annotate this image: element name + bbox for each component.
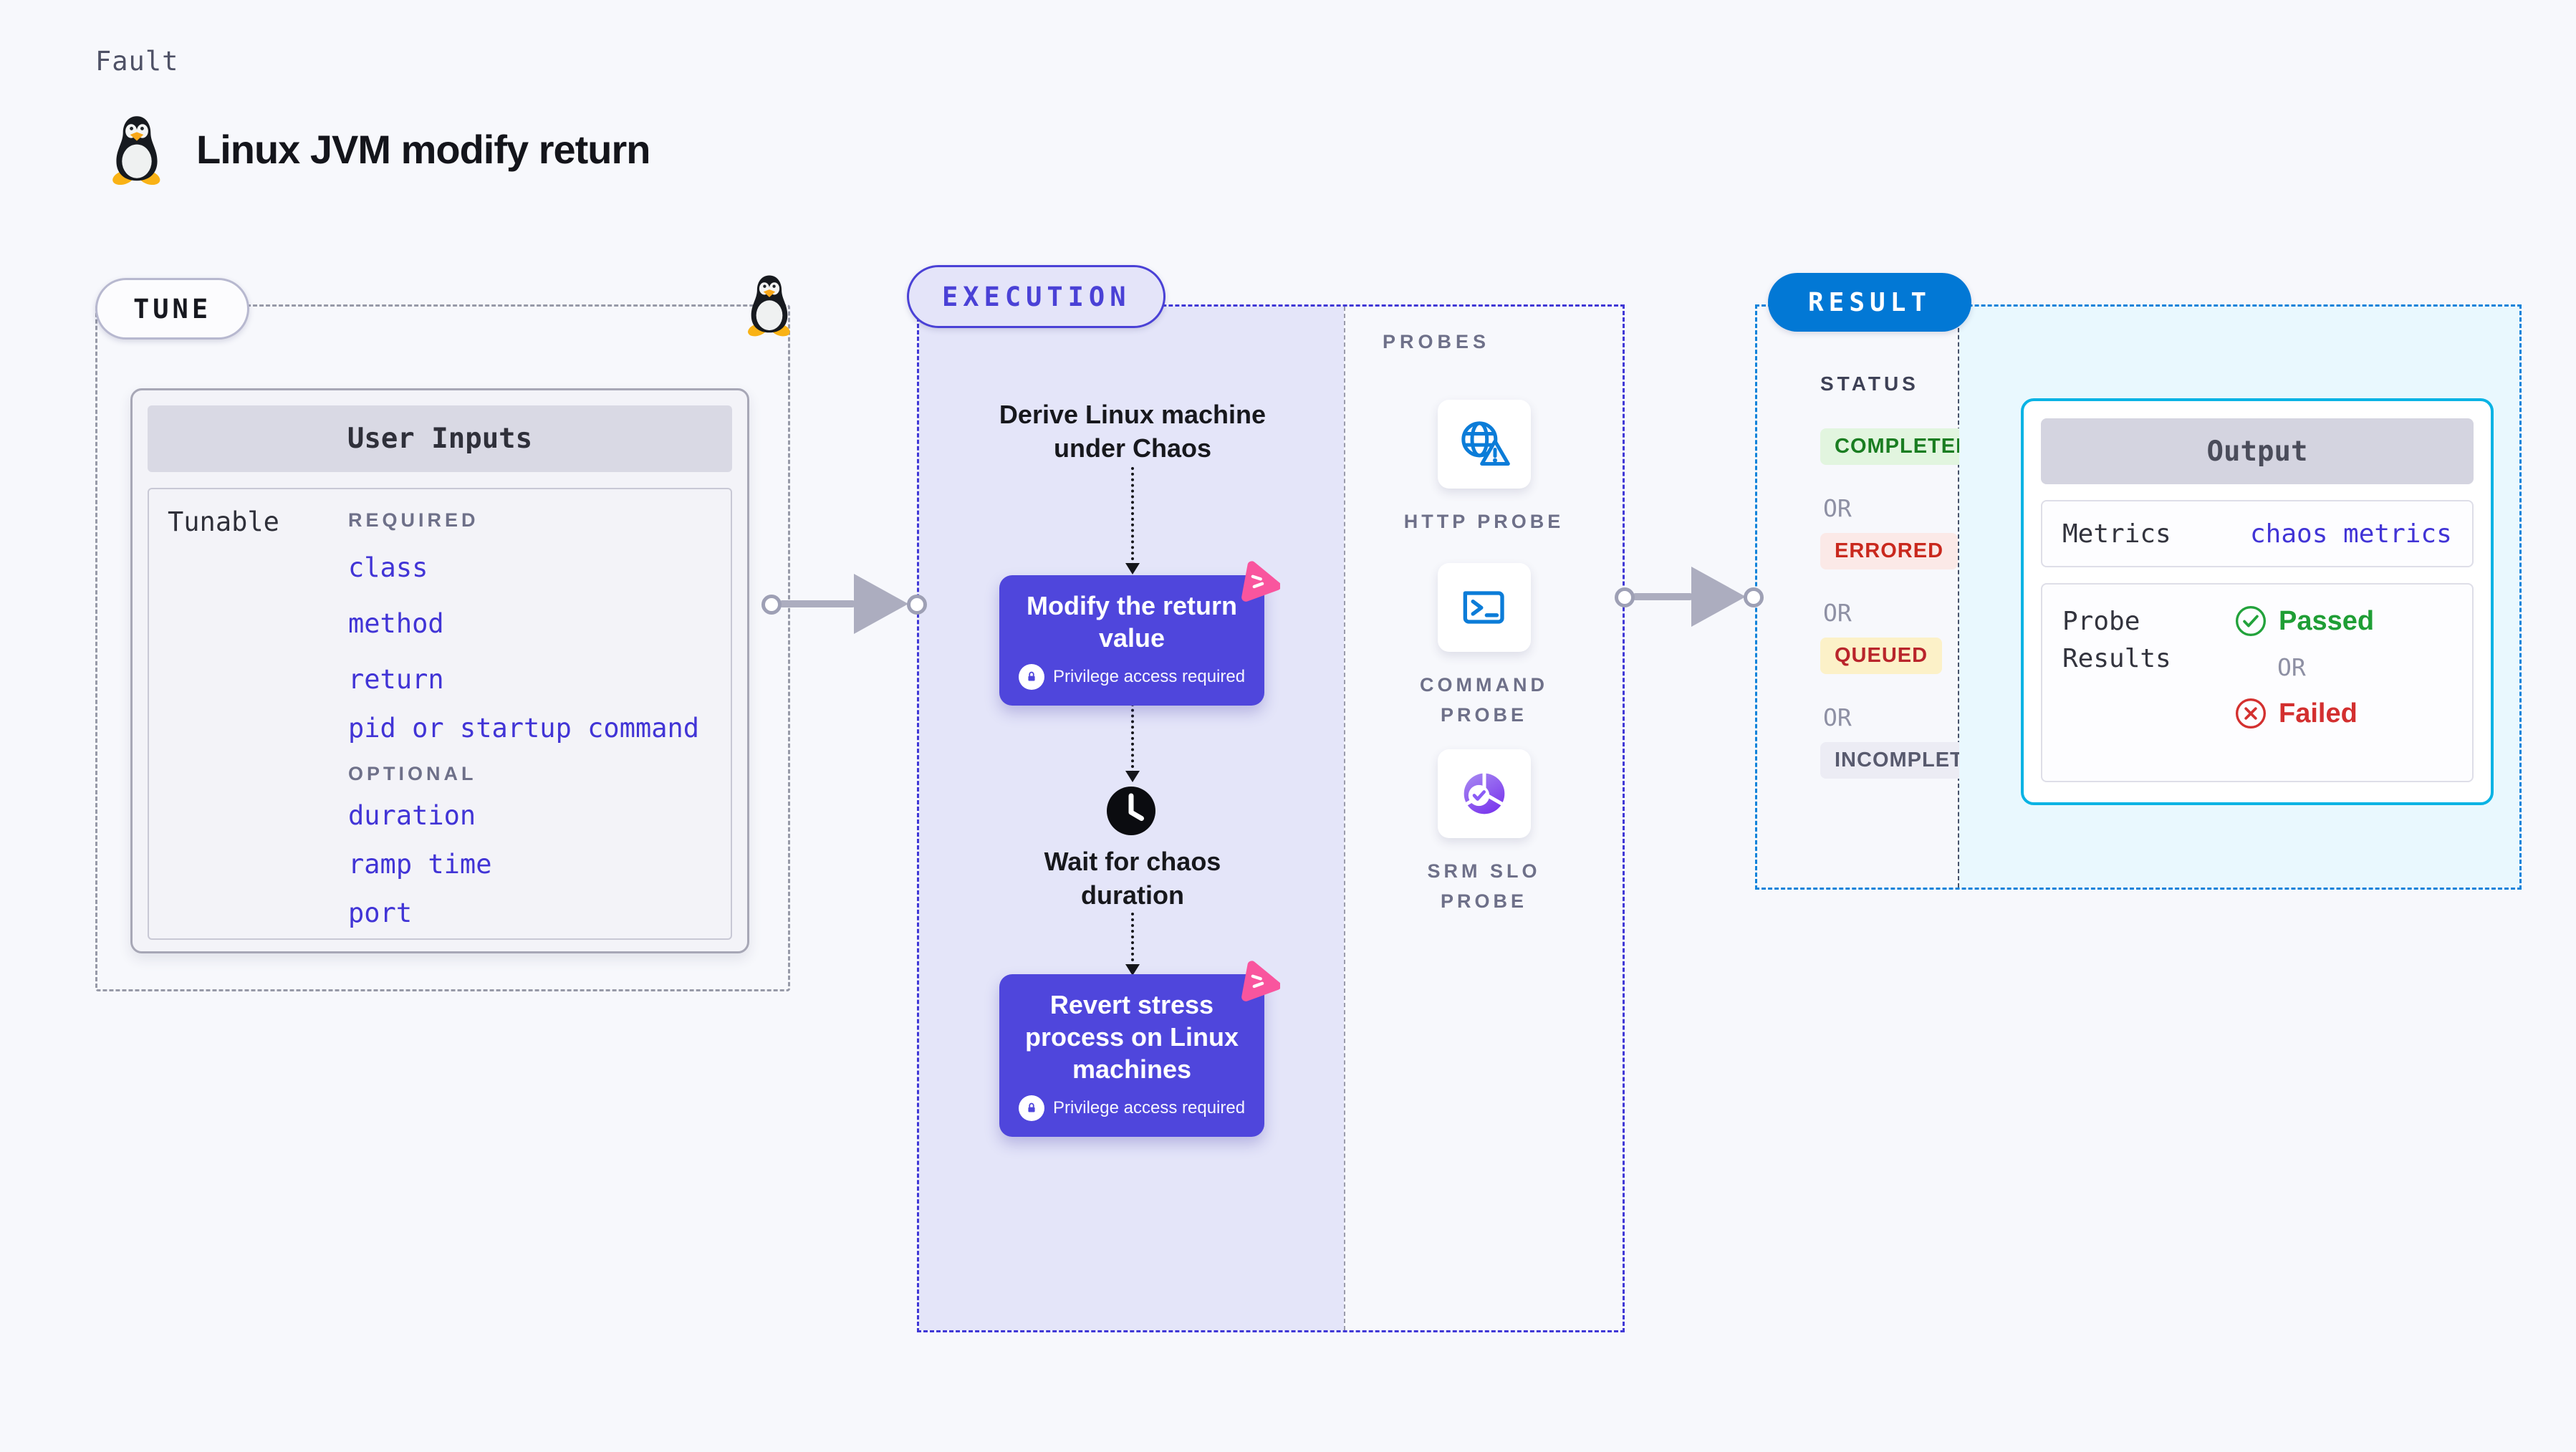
step-modify-label: Modify the return value — [1027, 591, 1237, 653]
or-label: OR — [1823, 599, 1852, 627]
slo-donut-check-icon — [1463, 771, 1505, 814]
step-revert-card: Revert stress process on Linux machines … — [999, 974, 1264, 1137]
probes-label: PROBES — [1383, 331, 1491, 352]
privilege-row: Privilege access required — [1012, 1095, 1251, 1121]
lock-icon — [1018, 1095, 1044, 1121]
metrics-row: Metrics chaos metrics — [2041, 500, 2474, 567]
privilege-note: Privilege access required — [1052, 1098, 1246, 1117]
arrow-execution-to-result-head — [1691, 567, 1746, 627]
metrics-value: chaos metrics — [2250, 519, 2452, 549]
flow-connector-1 — [1131, 467, 1134, 566]
execution-badge: EXECUTION — [907, 265, 1166, 328]
check-circle-icon — [2235, 605, 2267, 637]
globe-alert-icon — [1461, 421, 1510, 466]
param-duration: duration — [348, 800, 476, 831]
tune-badge: TUNE — [95, 278, 250, 340]
probes-panel: PROBES HTTP PROBE — [1344, 307, 1623, 1330]
probe-results-row: Probe Results Passed OR — [2041, 583, 2474, 782]
status-panel: STATUS COMPLETED OR ERRORED OR QUEUED OR… — [1757, 307, 2009, 888]
result-section-box: STATUS COMPLETED OR ERRORED OR QUEUED OR… — [1755, 304, 2522, 890]
param-port: port — [348, 898, 413, 928]
x-circle-icon — [2235, 698, 2267, 729]
chaos-fault-icon — [1241, 961, 1280, 1001]
failed-line: Failed — [2234, 697, 2374, 730]
arrow-execution-to-result — [1633, 593, 1693, 600]
step-modify-card: Modify the return value Privilege access… — [999, 575, 1264, 706]
page-title: Linux JVM modify return — [196, 127, 650, 172]
status-badge-queued: QUEUED — [1820, 638, 1943, 674]
http-probe-card — [1437, 400, 1531, 489]
chaos-fault-icon — [1241, 561, 1280, 602]
param-pid-or-startup-command: pid or startup command — [348, 713, 700, 744]
srm-slo-probe-card — [1437, 749, 1531, 838]
flow-connector-2 — [1131, 698, 1134, 774]
execution-section-box: PROBES HTTP PROBE — [917, 304, 1625, 1332]
arrow-tune-to-execution-head — [854, 574, 908, 634]
probe-item-command: COMMAND PROBE — [1345, 563, 1623, 731]
result-badge: RESULT — [1768, 273, 1972, 332]
result-input-port — [1744, 587, 1764, 607]
probe-results-label: Probe Results — [2062, 607, 2171, 674]
user-inputs-body: Tunable REQUIRED class method return pid… — [148, 488, 732, 940]
terminal-icon — [1463, 591, 1504, 624]
flow-connector-3-head — [1125, 964, 1140, 976]
or-label: OR — [1823, 703, 1852, 731]
tune-section-box — [95, 304, 790, 991]
output-area: Output Metrics chaos metrics Probe Resul… — [1959, 307, 2519, 888]
privilege-row: Privilege access required — [1012, 664, 1251, 690]
status-badge-completed: COMPLETED — [1820, 428, 1986, 465]
probe-name: SRM SLO PROBE — [1427, 860, 1541, 912]
probe-item-srm-slo: SRM SLO PROBE — [1345, 749, 1623, 917]
param-class: class — [348, 552, 428, 583]
required-group-label: REQUIRED — [348, 509, 479, 531]
status-badge-errored: ERRORED — [1820, 533, 1959, 569]
tune-output-port — [761, 595, 782, 615]
status-label: STATUS — [1820, 372, 1919, 395]
probe-item-http: HTTP PROBE — [1345, 400, 1623, 537]
privilege-note: Privilege access required — [1052, 667, 1246, 686]
flow-connector-2-head — [1125, 771, 1140, 782]
metrics-label: Metrics — [2062, 519, 2171, 549]
step-wait-label: Wait for chaos duration — [1044, 847, 1221, 910]
or-label: OR — [2277, 653, 2306, 681]
command-probe-card — [1437, 563, 1531, 652]
step-derive-label: Derive Linux machine under Chaos — [999, 400, 1267, 463]
flow-connector-3 — [1131, 913, 1134, 967]
tux-penguin-corner-icon — [748, 275, 790, 337]
clock-icon — [1107, 787, 1155, 835]
fault-label: Fault — [95, 46, 179, 77]
probe-name: COMMAND PROBE — [1420, 674, 1548, 726]
output-header: Output — [2041, 418, 2474, 484]
flow-connector-1-head — [1125, 563, 1140, 574]
param-ramp-time: ramp time — [348, 849, 492, 880]
failed-label: Failed — [2279, 698, 2358, 729]
output-card: Output Metrics chaos metrics Probe Resul… — [2021, 398, 2494, 805]
execution-input-port — [907, 595, 927, 615]
passed-line: Passed — [2234, 605, 2374, 638]
param-return: return — [348, 664, 444, 695]
passed-label: Passed — [2279, 605, 2375, 636]
arrow-tune-to-execution — [779, 600, 855, 607]
step-revert-label: Revert stress process on Linux machines — [1024, 990, 1239, 1084]
execution-output-port — [1615, 587, 1635, 607]
lock-icon — [1018, 664, 1044, 690]
user-inputs-card: User Inputs Tunable REQUIRED class metho… — [130, 388, 749, 953]
tux-penguin-icon — [112, 116, 160, 185]
tunable-label: Tunable — [168, 506, 279, 537]
optional-group-label: OPTIONAL — [348, 763, 477, 784]
or-label: OR — [1823, 494, 1852, 522]
probe-results-values: Passed OR Failed — [2234, 585, 2374, 781]
param-method: method — [348, 608, 444, 639]
probe-name: HTTP PROBE — [1403, 511, 1565, 532]
user-inputs-header: User Inputs — [148, 405, 732, 472]
